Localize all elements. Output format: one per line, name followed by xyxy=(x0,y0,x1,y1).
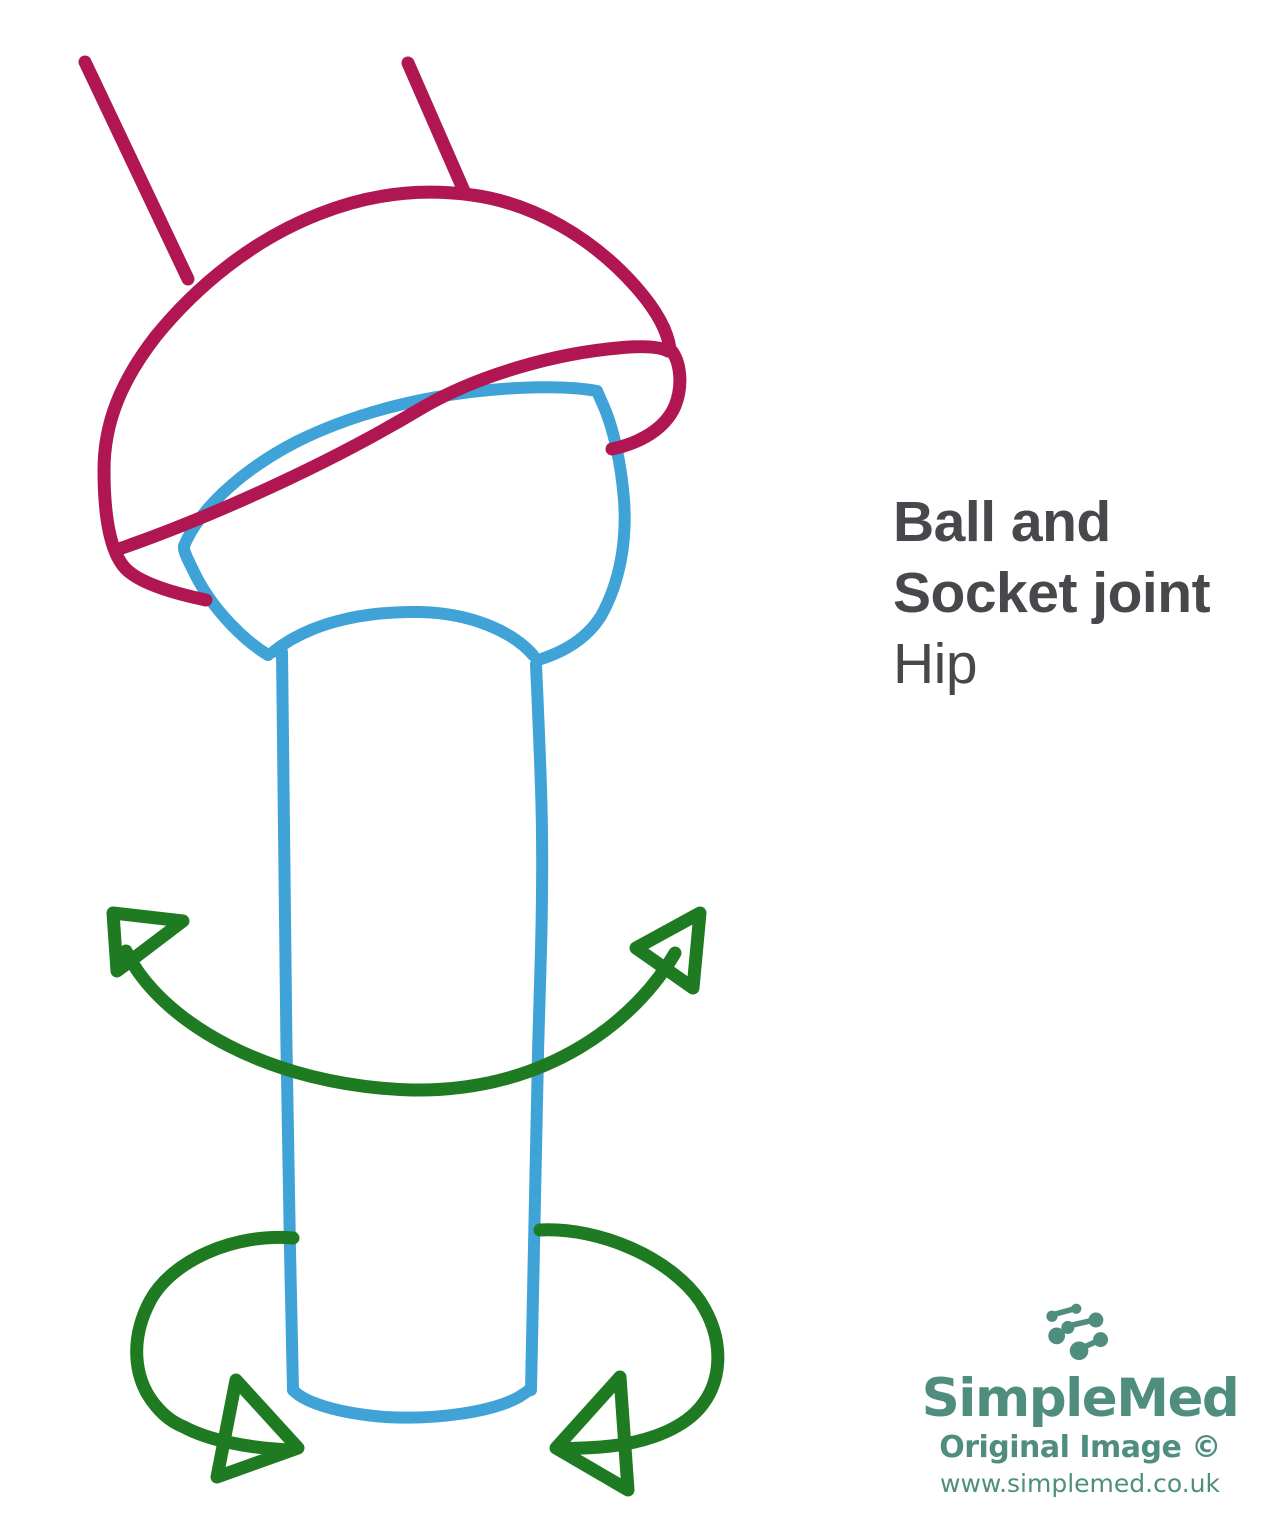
femoral-neck-collar-line xyxy=(267,605,539,661)
logo-url: www.simplemed.co.uk xyxy=(940,1469,1220,1498)
logo-tagline: Original Image © xyxy=(939,1430,1221,1465)
swing-arrowhead-left xyxy=(106,906,190,978)
femoral-shaft-right-edge xyxy=(525,658,549,1396)
molecule-dots-icon xyxy=(1046,1303,1108,1361)
femoral-shaft-bottom-edge xyxy=(287,1384,534,1424)
swing-arrowhead-right xyxy=(629,906,707,995)
socket-group xyxy=(78,55,687,607)
socket-line-left xyxy=(78,55,195,286)
title-line-2: Socket joint xyxy=(893,561,1211,625)
figure-title-block: Ball and Socket joint Hip xyxy=(893,487,1211,700)
logo-wordmark: SimpleMed xyxy=(921,1368,1240,1429)
femoral-shaft-left-edge xyxy=(276,646,299,1396)
rotation-arrowhead-left xyxy=(210,1373,305,1484)
subtitle-hip: Hip xyxy=(893,632,978,696)
simplemed-logo-block: SimpleMed Original Image © www.simplemed… xyxy=(900,1300,1260,1500)
femoral-head-outline xyxy=(177,381,631,666)
movement-arrows-group xyxy=(106,906,725,1497)
femur-group xyxy=(177,381,631,1424)
rotation-arrowhead-right xyxy=(549,1370,635,1497)
socket-line-right xyxy=(401,56,471,198)
rotation-arc-right xyxy=(533,1223,725,1455)
socket-rim-line xyxy=(112,340,675,556)
swing-arrow-arc xyxy=(119,944,682,1097)
rotation-arc-left xyxy=(130,1230,300,1457)
title-line-1: Ball and xyxy=(893,490,1111,554)
